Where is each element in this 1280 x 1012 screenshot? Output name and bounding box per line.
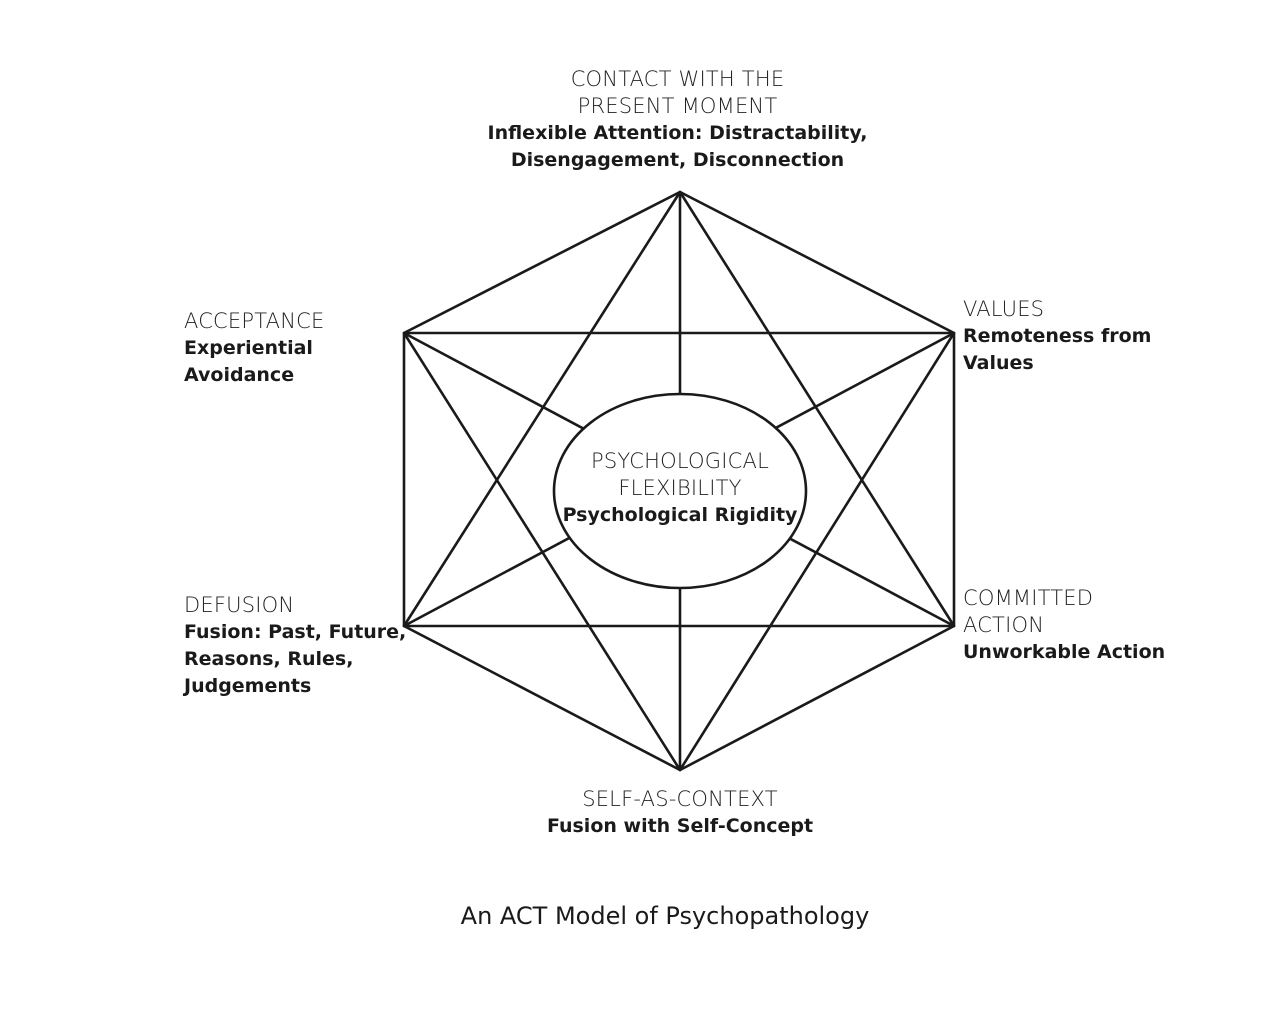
center-ellipse xyxy=(552,392,808,590)
defusion-sub: Fusion: Past, Future, Reasons, Rules, Ju… xyxy=(184,621,407,697)
acceptance-heading: ACCEPTANCE xyxy=(184,309,325,333)
acceptance-sub: Experiential Avoidance xyxy=(184,337,313,386)
values-heading: VALUES xyxy=(963,297,1045,321)
center-sub: Psychological Rigidity xyxy=(562,504,798,526)
node-acceptance: ACCEPTANCE Experiential Avoidance xyxy=(184,308,414,389)
defusion-heading: DEFUSION xyxy=(184,593,295,617)
node-committed-action: COMMITTED ACTION Unworkable Action xyxy=(963,585,1213,666)
present-moment-sub: Inflexible Attention: Distractability, D… xyxy=(487,122,868,171)
diagram-caption: An ACT Model of Psychopathology xyxy=(460,902,870,930)
node-values: VALUES Remoteness from Values xyxy=(963,296,1213,377)
self-as-context-heading: SELF-AS-CONTEXT xyxy=(582,787,778,811)
node-present-moment: CONTACT WITH THE PRESENT MOMENT Inflexib… xyxy=(440,66,915,174)
center-heading: PSYCHOLOGICAL FLEXIBILITY xyxy=(591,449,769,500)
node-self-as-context: SELF-AS-CONTEXT Fusion with Self-Concept xyxy=(480,786,880,840)
node-psychological-flexibility: PSYCHOLOGICAL FLEXIBILITY Psychological … xyxy=(555,448,805,529)
self-as-context-sub: Fusion with Self-Concept xyxy=(546,815,814,837)
committed-sub: Unworkable Action xyxy=(963,641,1166,663)
present-moment-heading: CONTACT WITH THE PRESENT MOMENT xyxy=(570,67,785,118)
values-sub: Remoteness from Values xyxy=(963,325,1152,374)
committed-heading: COMMITTED ACTION xyxy=(963,586,1094,637)
node-defusion: DEFUSION Fusion: Past, Future, Reasons, … xyxy=(184,592,414,700)
